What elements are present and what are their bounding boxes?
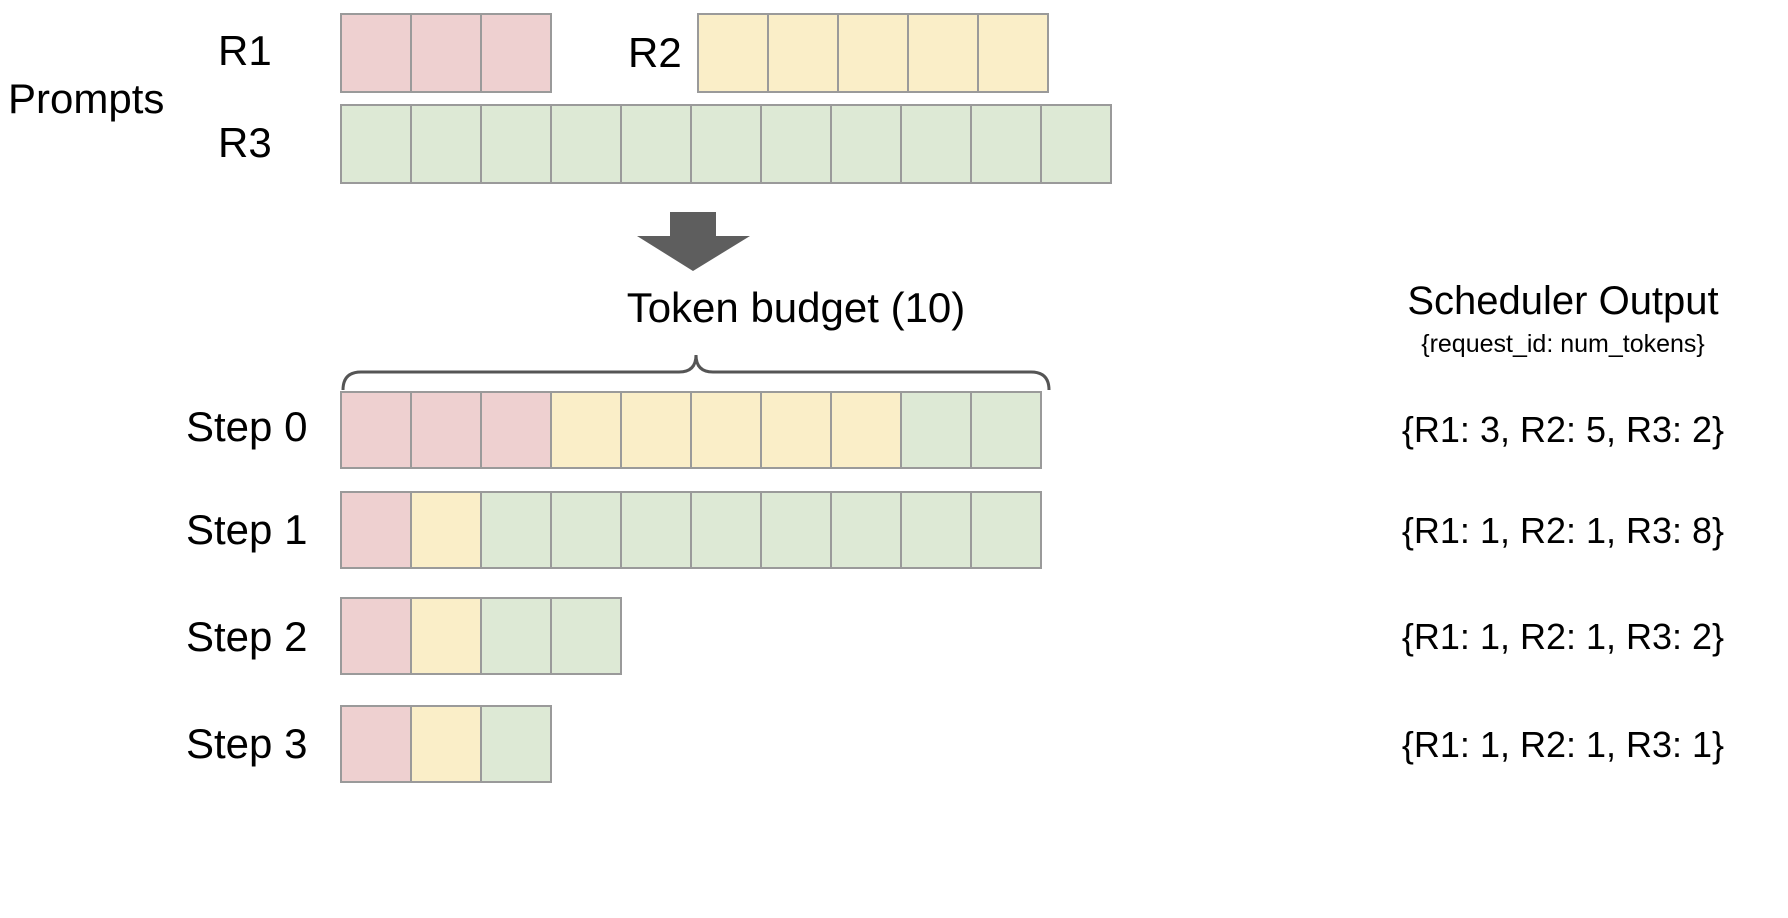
token-cell: [410, 104, 482, 184]
token-cell: [690, 491, 762, 569]
step-label-1: Step 1: [186, 506, 308, 553]
token-cell: [760, 391, 832, 469]
token-cell: [907, 13, 979, 93]
step-label-3: Step 3: [186, 720, 308, 767]
token-cell: [410, 391, 482, 469]
token-cell: [900, 391, 972, 469]
token-cell: [830, 491, 902, 569]
prompt-row-r3: [340, 104, 1114, 184]
step-label-2: Step 2: [186, 613, 308, 660]
token-cell: [767, 13, 839, 93]
token-cell: [760, 104, 832, 184]
token-cell: [900, 104, 972, 184]
token-cell: [410, 491, 482, 569]
curly-brace-icon: [340, 352, 1052, 392]
token-cell: [480, 705, 552, 783]
token-cell: [480, 597, 552, 675]
token-cell: [620, 104, 692, 184]
token-cell: [340, 597, 412, 675]
token-cell: [620, 391, 692, 469]
token-cell: [697, 13, 769, 93]
token-cell: [977, 13, 1049, 93]
scheduler-output-entry-2: {R1: 1, R2: 1, R3: 2}: [1401, 616, 1725, 657]
token-cell: [550, 597, 622, 675]
token-cell: [480, 104, 552, 184]
token-cell: [480, 491, 552, 569]
prompt-row-r1: [340, 13, 554, 93]
token-cell: [410, 13, 482, 93]
token-cell: [340, 705, 412, 783]
token-cell: [620, 491, 692, 569]
token-cell: [830, 391, 902, 469]
token-cell: [690, 391, 762, 469]
scheduler-output-entry-3: {R1: 1, R2: 1, R3: 1}: [1401, 724, 1725, 765]
token-cell: [970, 104, 1042, 184]
token-cell: [340, 104, 412, 184]
token-cell: [340, 491, 412, 569]
step-row-3: [340, 705, 554, 783]
token-cell: [480, 13, 552, 93]
token-cell: [340, 391, 412, 469]
prompts-group-label: Prompts: [8, 75, 165, 122]
step-row-0: [340, 391, 1044, 469]
token-cell: [480, 391, 552, 469]
scheduler-output-subtitle: {request_id: num_tokens}: [1421, 330, 1705, 358]
token-cell: [410, 597, 482, 675]
token-budget-title: Token budget (10): [626, 284, 966, 331]
token-cell: [550, 391, 622, 469]
scheduler-output-entry-0: {R1: 3, R2: 5, R3: 2}: [1401, 409, 1725, 450]
arrow-down-icon: [637, 212, 757, 272]
token-cell: [550, 104, 622, 184]
token-cell: [1040, 104, 1112, 184]
scheduler-output-entry-1: {R1: 1, R2: 1, R3: 8}: [1401, 510, 1725, 551]
prompt-row-label-r3: R3: [218, 119, 272, 166]
token-cell: [970, 391, 1042, 469]
token-cell: [837, 13, 909, 93]
scheduler-output-title: Scheduler Output: [1407, 279, 1719, 323]
prompt-row-label-r1: R1: [218, 27, 272, 74]
step-label-0: Step 0: [186, 403, 308, 450]
token-cell: [900, 491, 972, 569]
step-row-2: [340, 597, 624, 675]
prompt-row-label-r2: R2: [628, 29, 682, 76]
prompt-row-r2: [697, 13, 1051, 93]
token-cell: [970, 491, 1042, 569]
token-cell: [760, 491, 832, 569]
step-row-1: [340, 491, 1044, 569]
token-cell: [340, 13, 412, 93]
token-cell: [830, 104, 902, 184]
token-cell: [410, 705, 482, 783]
token-cell: [550, 491, 622, 569]
token-cell: [690, 104, 762, 184]
